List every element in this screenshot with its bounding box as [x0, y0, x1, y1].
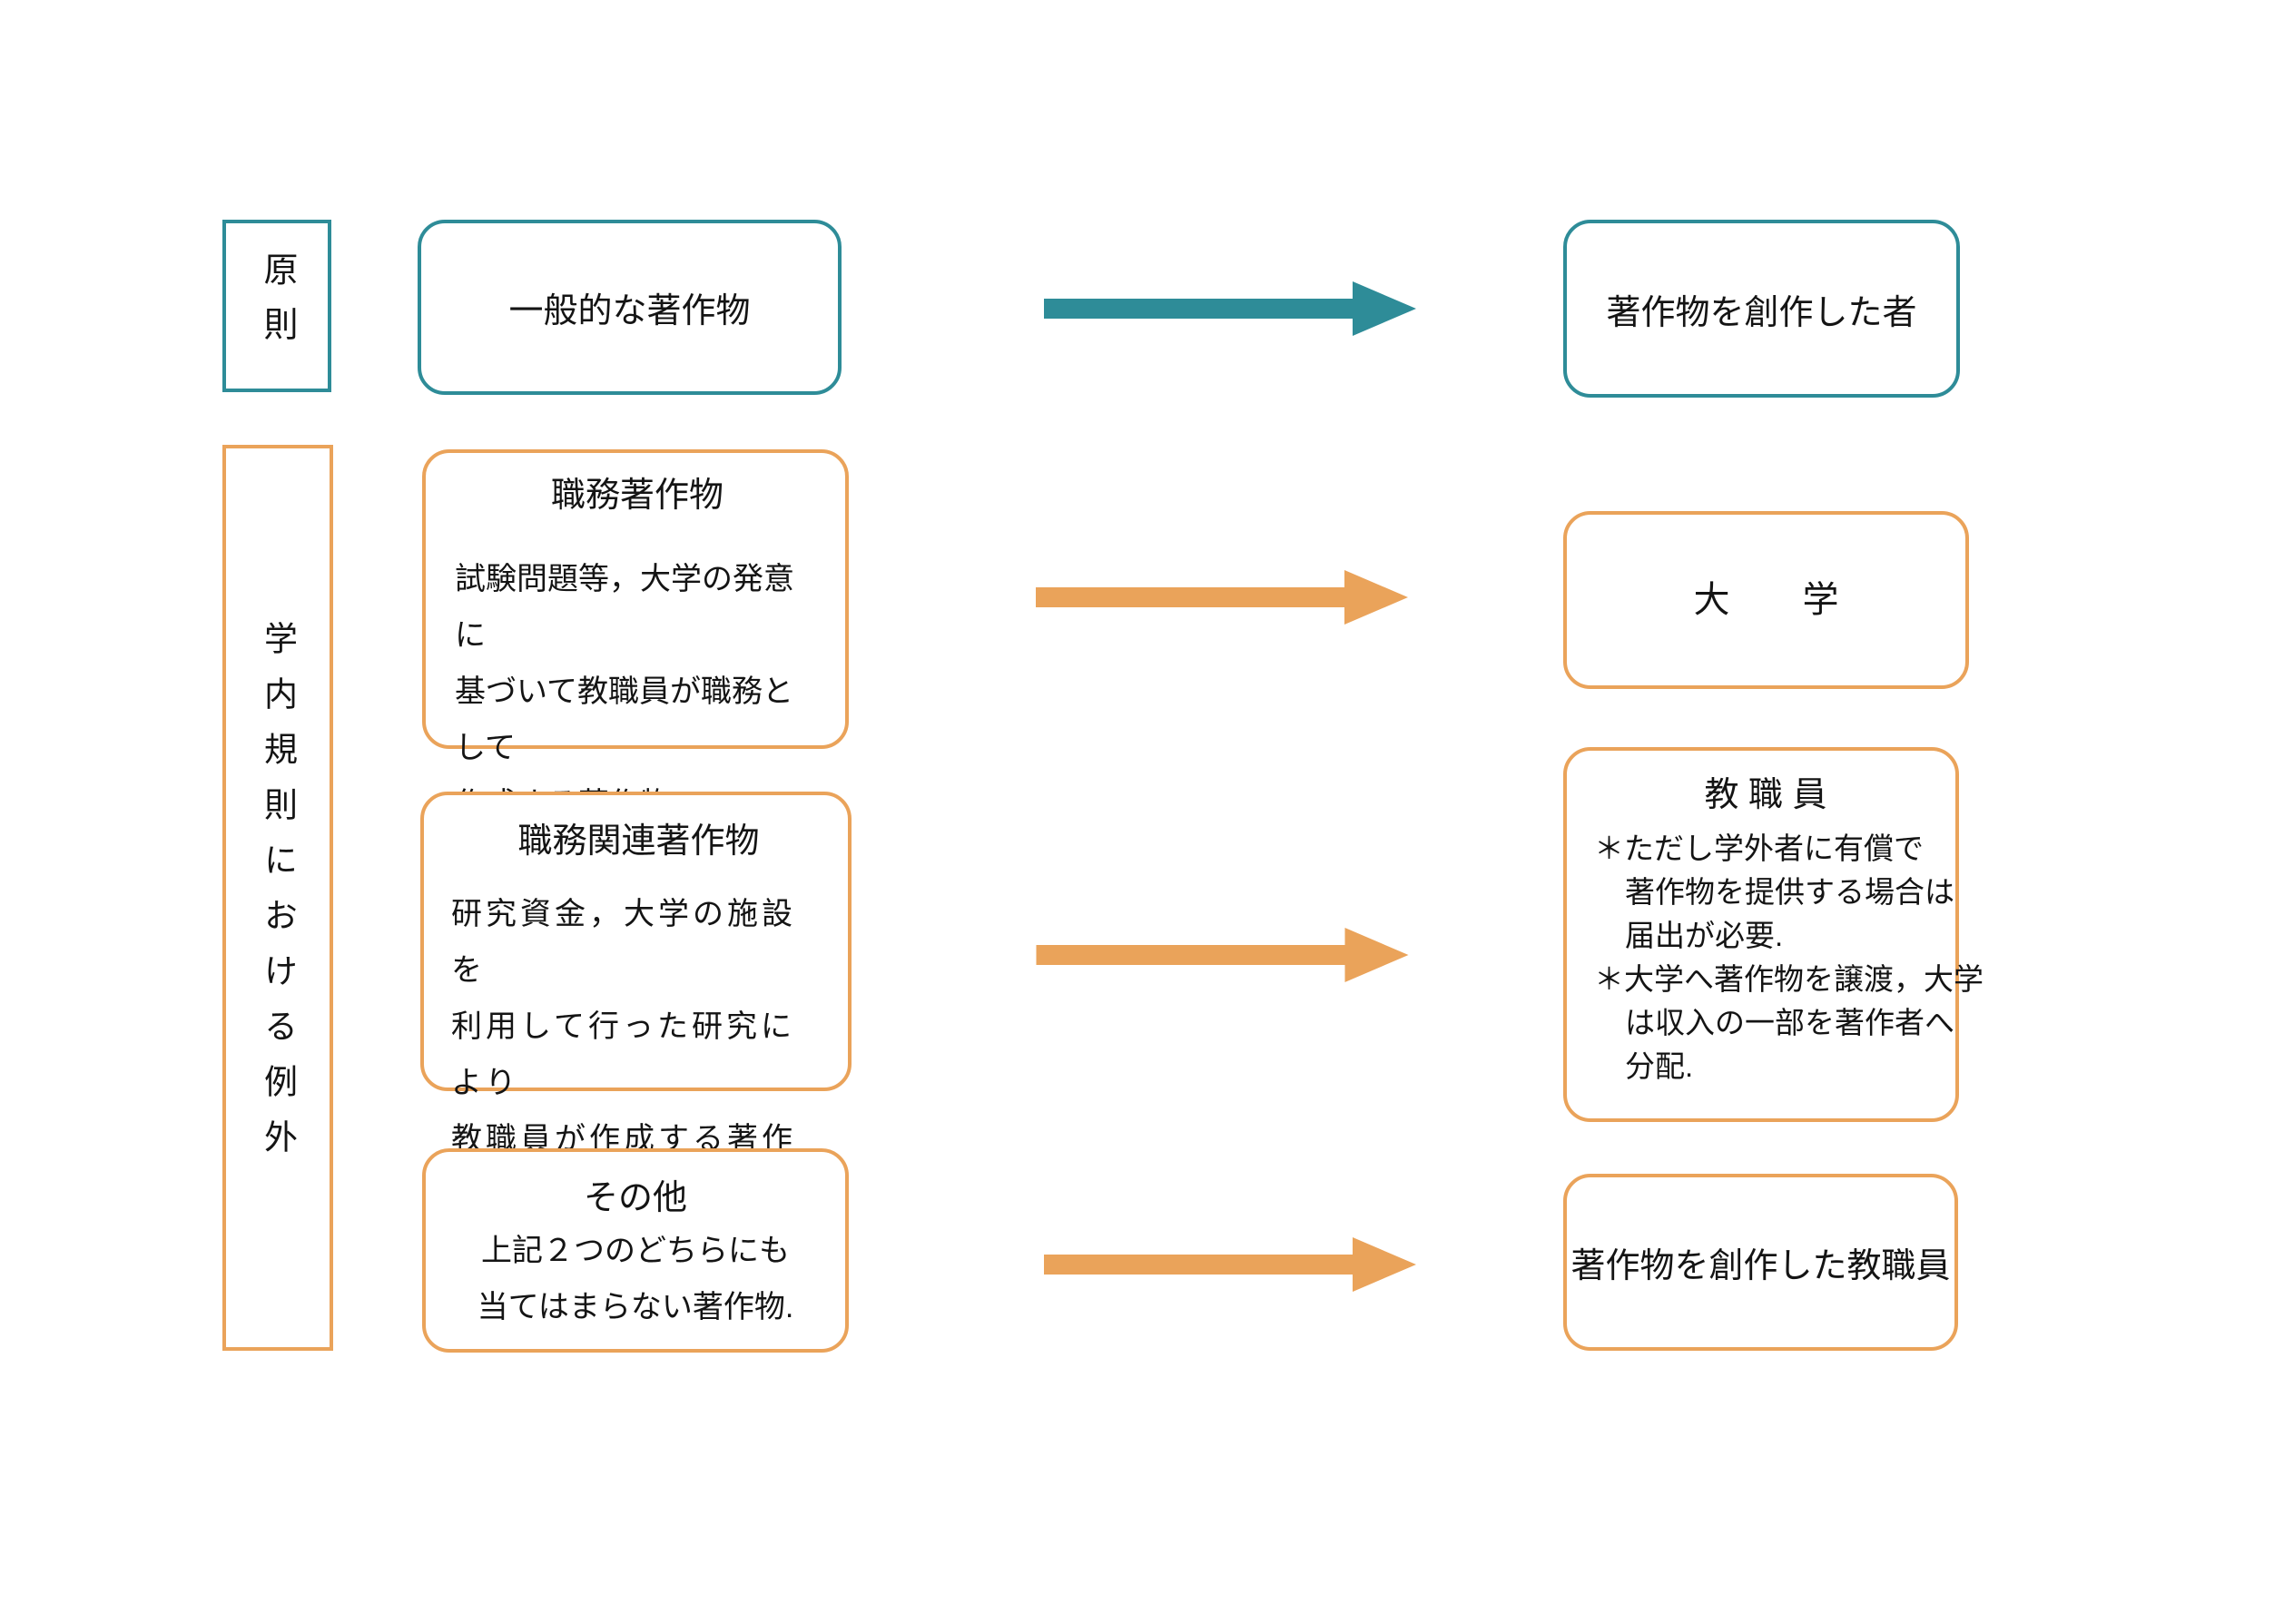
university-box: 大 学: [1563, 511, 1969, 689]
exception-section-label: 学内規則における例外: [259, 621, 297, 1175]
creator-label: 著作物を創作した者: [1606, 293, 1917, 332]
principle-row-label: 原則: [258, 251, 296, 360]
note-line: ＊ただし学外者に有償で: [1594, 832, 1924, 865]
arrow-shape: [1044, 1237, 1416, 1292]
faculty-staff-title: 教 職 員: [1704, 776, 1827, 814]
exception-right-arrow-icon-1: [1036, 570, 1408, 625]
job-related-work-description: 研究資金，大学の施設を 利用して行った研究により 教職員が作成する著作物.: [451, 886, 826, 1224]
note-line: ＊大学へ著作物を譲渡，大学: [1594, 962, 1984, 996]
faculty-staff-notes: ＊ただし学外者に有償で 著作物を提供する場合は 届出が必要. ＊大学へ著作物を譲…: [1594, 827, 1984, 1088]
general-work-label: 一般的な著作物: [508, 292, 751, 330]
exception-right-arrow-icon-3: [1044, 1237, 1416, 1292]
work-for-hire-box: 職務著作物 試験問題等，大学の発意に 基づいて教職員が職務として 作成する著作物…: [422, 449, 849, 822]
description-line: 試験問題等，大学の発意に: [455, 562, 794, 653]
creator-faculty-label: 著作物を創作した教職員: [1570, 1247, 1951, 1285]
note-line: 届出が必要.: [1625, 919, 1784, 952]
job-related-work-title: 職務関連著作物: [517, 822, 760, 861]
job-related-work-box: 職務関連著作物 研究資金，大学の施設を 利用して行った研究により 教職員が作成す…: [420, 792, 852, 1213]
work-for-hire-title: 職務著作物: [550, 477, 724, 515]
other-works-title: その他: [583, 1179, 687, 1217]
other-works-description: 上記２つのどちらにも 当てはまらない著作物.: [444, 1223, 827, 1335]
arrow-shape: [1036, 570, 1408, 625]
other-works-box: その他 上記２つのどちらにも 当てはまらない著作物.: [422, 1148, 849, 1353]
description-line: 当てはまらない著作物.: [477, 1290, 794, 1324]
exception-right-arrow-icon-2: [1036, 928, 1409, 982]
creator-box: 著作物を創作した者: [1563, 220, 1960, 398]
note-line: は収入の一部を著作者へ: [1625, 1006, 1954, 1039]
description-line: 基づいて教職員が職務として: [455, 674, 793, 765]
exception-section-label-box: 学内規則における例外: [222, 445, 333, 1351]
general-work-box: 一般的な著作物: [418, 220, 842, 395]
principle-row-label-box: 原則: [222, 220, 331, 392]
description-line: 研究資金，大学の施設を: [451, 897, 796, 988]
description-line: 上記２つのどちらにも: [481, 1234, 790, 1268]
creator-faculty-box: 著作物を創作した教職員: [1563, 1174, 1958, 1351]
description-line: 利用して行った研究により: [451, 1009, 795, 1100]
arrow-shape: [1036, 928, 1409, 982]
work-for-hire-description: 試験問題等，大学の発意に 基づいて教職員が職務として 作成する著作物.: [455, 551, 820, 832]
arrow-shape: [1044, 281, 1416, 336]
faculty-staff-box: 教 職 員 ＊ただし学外者に有償で 著作物を提供する場合は 届出が必要. ＊大学…: [1563, 747, 1984, 1122]
note-line: 著作物を提供する場合は: [1625, 875, 1954, 909]
principle-right-arrow-icon: [1044, 281, 1416, 336]
note-line: 分配.: [1625, 1049, 1694, 1083]
university-label: 大 学: [1693, 580, 1839, 620]
